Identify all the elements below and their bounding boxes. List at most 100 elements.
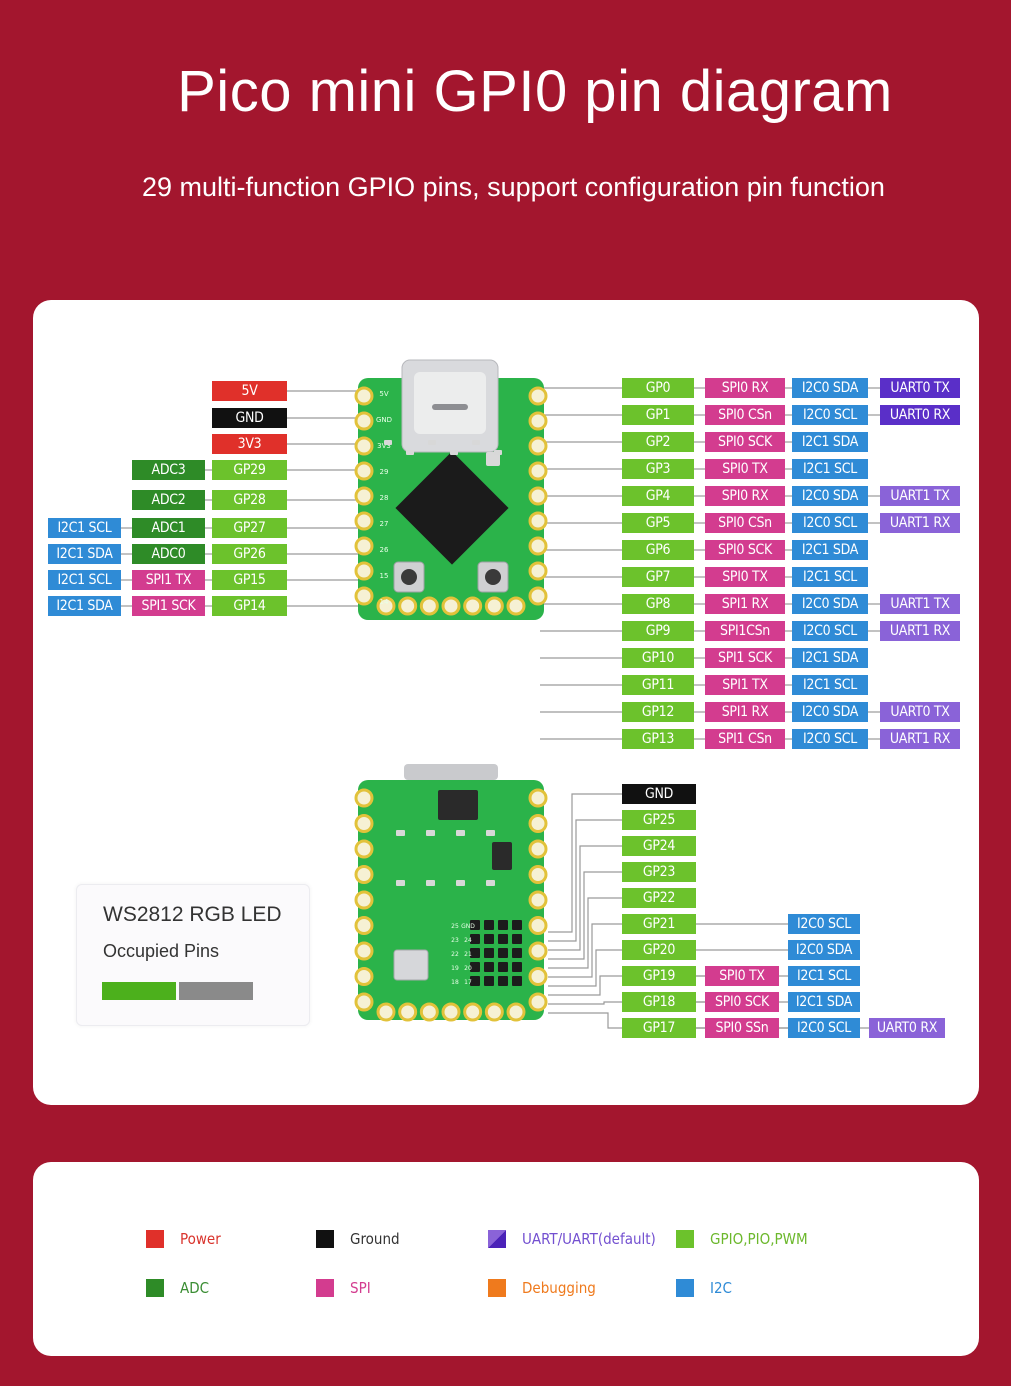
pin-i2c0-scl-label: I2C0 SCL [792, 513, 868, 533]
board-top-pad-bottom-6 [506, 596, 526, 616]
board-bottom-pad-left-2 [354, 839, 374, 859]
bottom-smd-3 [486, 830, 495, 836]
board-top-pad-right-6 [528, 536, 548, 556]
board-bottom-pad-bottom-0 [376, 1002, 396, 1022]
pin-spi1csn-label: SPI1CSn [705, 621, 785, 641]
legend-label: UART/UART(default) [522, 1230, 656, 1248]
pin-gp24-label: GP24 [622, 836, 696, 856]
bottom-grid-label-3: 24 [464, 937, 472, 944]
pin-i2c0-sda-label: I2C0 SDA [792, 594, 868, 614]
bottom-smd-5 [426, 880, 435, 886]
legend-label: Power [180, 1230, 221, 1248]
pin-i2c0-scl-label: I2C0 SCL [792, 405, 868, 425]
board-bottom-pad-left-0 [354, 788, 374, 808]
pin-spi1-sck-label: SPI1 SCK [705, 648, 785, 668]
page-title: Pico mini GPI0 pin diagram [177, 59, 893, 124]
pin-gp29-label: GP29 [212, 460, 287, 480]
legend-swatch-gpio-pio-pwm [676, 1230, 694, 1248]
wire-bottom-4 [548, 897, 622, 969]
legend-swatch-spi [316, 1279, 334, 1297]
legend-label: Debugging [522, 1279, 596, 1297]
wire-bottom-8 [548, 1001, 622, 1005]
board-bottom-pad-right-8 [528, 992, 548, 1012]
pin-gp22-label: GP22 [622, 888, 696, 908]
pin-gnd-label: GND [622, 784, 696, 804]
board-pad-label-6: 26 [380, 546, 389, 554]
pin-i2c1-scl-label: I2C1 SCL [792, 459, 868, 479]
board-top-pad-left-1 [354, 411, 374, 431]
pin-uart1-rx-label: UART1 RX [880, 513, 960, 533]
test-pad-3-2 [498, 962, 508, 972]
pin-gnd-label: GND [212, 408, 287, 428]
pin-uart1-tx-label: UART1 TX [880, 594, 960, 614]
pin-gp0-label: GP0 [622, 378, 694, 398]
pin-i2c1-scl-label: I2C1 SCL [792, 567, 868, 587]
usb-c-connector-back [404, 764, 498, 780]
board-top-pad-bottom-0 [376, 596, 396, 616]
pin-gp10-label: GP10 [622, 648, 694, 668]
board-bottom-pad-bottom-1 [398, 1002, 418, 1022]
wire-bottom-3 [548, 871, 622, 960]
pin-i2c0-sda-label: I2C0 SDA [792, 378, 868, 398]
pin-gp7-label: GP7 [622, 567, 694, 587]
pin-spi1-tx-label: SPI1 TX [705, 675, 785, 695]
legend-label: Ground [350, 1230, 400, 1248]
board-pad-label-0: 5V [379, 390, 388, 398]
pin-spi0-sck-label: SPI0 SCK [705, 432, 785, 452]
pin-spi1-csn-label: SPI1 CSn [705, 729, 785, 749]
bottom-grid-label-2: 23 [451, 937, 459, 944]
pin-i2c1-sda-label: I2C1 SDA [792, 432, 868, 452]
legend-card [33, 1162, 979, 1356]
pin-gp6-label: GP6 [622, 540, 694, 560]
test-pad-0-1 [484, 920, 494, 930]
bottom-smd-7 [486, 880, 495, 886]
reset-button-cap [485, 569, 501, 585]
legend-swatch-ground [316, 1230, 334, 1248]
pin-gp5-label: GP5 [622, 513, 694, 533]
board-bottom-pad-right-6 [528, 941, 548, 961]
test-pad-4-0 [470, 976, 480, 986]
board-top-pad-right-0 [528, 386, 548, 406]
test-pad-3-1 [484, 962, 494, 972]
board-top-pad-left-5 [354, 511, 374, 531]
board-top-pad-left-3 [354, 461, 374, 481]
pin-i2c1-scl-label: I2C1 SCL [788, 966, 860, 986]
board-top-pad-left-8 [354, 586, 374, 606]
pin-gp15-label: GP15 [212, 570, 287, 590]
smd-component-1 [406, 450, 414, 455]
board-top-pad-right-3 [528, 461, 548, 481]
pin-gp20-label: GP20 [622, 940, 696, 960]
pin-spi1-tx-label: SPI1 TX [132, 570, 205, 590]
test-pad-2-2 [498, 948, 508, 958]
board-bottom-pad-right-0 [528, 788, 548, 808]
pin-gp9-label: GP9 [622, 621, 694, 641]
pin-gp13-label: GP13 [622, 729, 694, 749]
board-top-pad-right-1 [528, 411, 548, 431]
pin-adc2-label: ADC2 [132, 490, 205, 510]
board-bottom-pad-left-5 [354, 916, 374, 935]
test-pad-1-3 [512, 934, 522, 944]
pin-5v-label: 5V [212, 381, 287, 401]
board-top-pad-left-2 [354, 436, 374, 456]
pin-gp26-label: GP26 [212, 544, 287, 564]
test-pad-2-3 [512, 948, 522, 958]
board-bottom-pad-left-8 [354, 992, 374, 1012]
bottom-grid-label-6: 19 [451, 965, 459, 972]
board-top-pad-right-4 [528, 486, 548, 506]
pin-adc0-label: ADC0 [132, 544, 205, 564]
bottom-grid-label-8: 18 [451, 979, 459, 986]
pin-gp14-label: GP14 [212, 596, 287, 616]
pin-spi1-sck-label: SPI1 SCK [132, 596, 205, 616]
board-bottom-pad-right-7 [528, 967, 548, 986]
bottom-grid-label-1: GND [461, 923, 475, 930]
pin-spi0-tx-label: SPI0 TX [705, 459, 785, 479]
legend-swatch-debugging [488, 1279, 506, 1297]
pin-uart0-rx-label: UART0 RX [869, 1018, 945, 1038]
test-pad-1-2 [498, 934, 508, 944]
board-top-pad-bottom-1 [398, 596, 418, 616]
pin-i2c1-scl-label: I2C1 SCL [48, 570, 121, 590]
board-bottom-pad-bottom-5 [484, 1002, 504, 1022]
board-bottom-pad-left-4 [354, 890, 374, 910]
bottom-smd-6 [456, 880, 465, 886]
board-top-pad-left-4 [354, 486, 374, 506]
